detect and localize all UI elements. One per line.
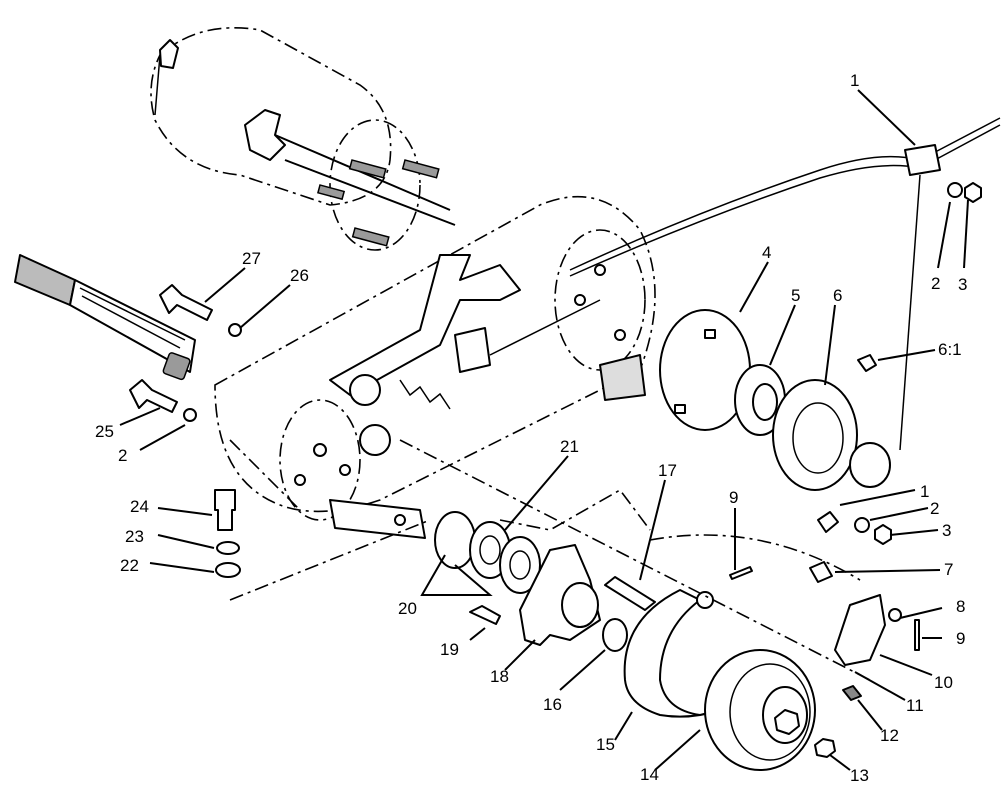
callout-13: 13 — [850, 766, 869, 785]
mounting-plate — [317, 119, 440, 251]
bolt-27 — [159, 284, 213, 321]
callout-2-top: 2 — [931, 274, 940, 293]
washer-8 — [888, 608, 902, 622]
washer-2-right — [854, 517, 870, 533]
callout-3-top: 3 — [958, 275, 967, 294]
pin-17 — [604, 576, 656, 611]
callout-14: 14 — [640, 765, 659, 784]
bolt-25 — [129, 379, 178, 413]
callout-6-1: 6:1 — [938, 340, 962, 359]
callout-5: 5 — [791, 286, 800, 305]
callout-labels: 1 2 3 4 5 6 6:1 27 26 25 2 21 17 9 1 2 3… — [95, 71, 967, 785]
nut-3-right — [874, 524, 892, 545]
clutch-pulley — [704, 649, 816, 771]
callout-20: 20 — [398, 599, 417, 618]
key-12 — [842, 685, 862, 701]
bracket-8 — [834, 594, 886, 666]
washer-26 — [228, 323, 242, 337]
nut-top — [964, 182, 982, 203]
callout-2-right: 2 — [930, 499, 939, 518]
washer-22 — [215, 562, 241, 578]
callout-9-mid: 9 — [729, 488, 738, 507]
callout-24: 24 — [130, 497, 149, 516]
callout-15: 15 — [596, 735, 615, 754]
callout-27: 27 — [242, 249, 261, 268]
callout-1-right: 1 — [920, 482, 929, 501]
pin-9-right — [914, 619, 920, 651]
tension-bracket — [329, 254, 601, 456]
belt-guard — [623, 589, 721, 718]
callout-26: 26 — [290, 266, 309, 285]
control-cable — [569, 117, 1001, 451]
pin-9-mid — [729, 566, 753, 580]
callout-4: 4 — [762, 243, 771, 262]
callout-19: 19 — [440, 640, 459, 659]
bearing-stack — [434, 511, 541, 594]
motor-housing — [150, 27, 456, 226]
nut-13 — [814, 738, 836, 758]
spacer-16 — [602, 618, 628, 652]
callout-21: 21 — [560, 437, 579, 456]
callout-7: 7 — [944, 560, 953, 579]
input-shaft — [14, 254, 196, 381]
callout-3-right: 3 — [942, 521, 951, 540]
washer-23 — [216, 541, 240, 555]
callout-22: 22 — [120, 556, 139, 575]
washer-2-left — [183, 408, 197, 422]
callout-12: 12 — [880, 726, 899, 745]
callout-1-top: 1 — [850, 71, 859, 90]
grease-fitting — [857, 354, 877, 372]
bolt-24 — [214, 489, 236, 531]
callout-16: 16 — [543, 695, 562, 714]
callout-17: 17 — [658, 461, 677, 480]
callout-23: 23 — [125, 527, 144, 546]
callout-2-left: 2 — [118, 446, 127, 465]
callout-11: 11 — [906, 696, 924, 715]
callout-25: 25 — [95, 422, 114, 441]
callout-9-right: 9 — [956, 629, 965, 648]
callout-10: 10 — [934, 673, 953, 692]
bolt-7 — [809, 561, 833, 583]
callout-18: 18 — [490, 667, 509, 686]
bearing-plate — [772, 379, 891, 491]
leader-lines — [119, 89, 969, 771]
washer-top — [947, 182, 963, 198]
belt-housing — [214, 195, 656, 539]
callout-8: 8 — [956, 597, 965, 616]
idler-arm — [469, 544, 601, 646]
callout-6: 6 — [833, 286, 842, 305]
clip-1 — [817, 511, 839, 533]
